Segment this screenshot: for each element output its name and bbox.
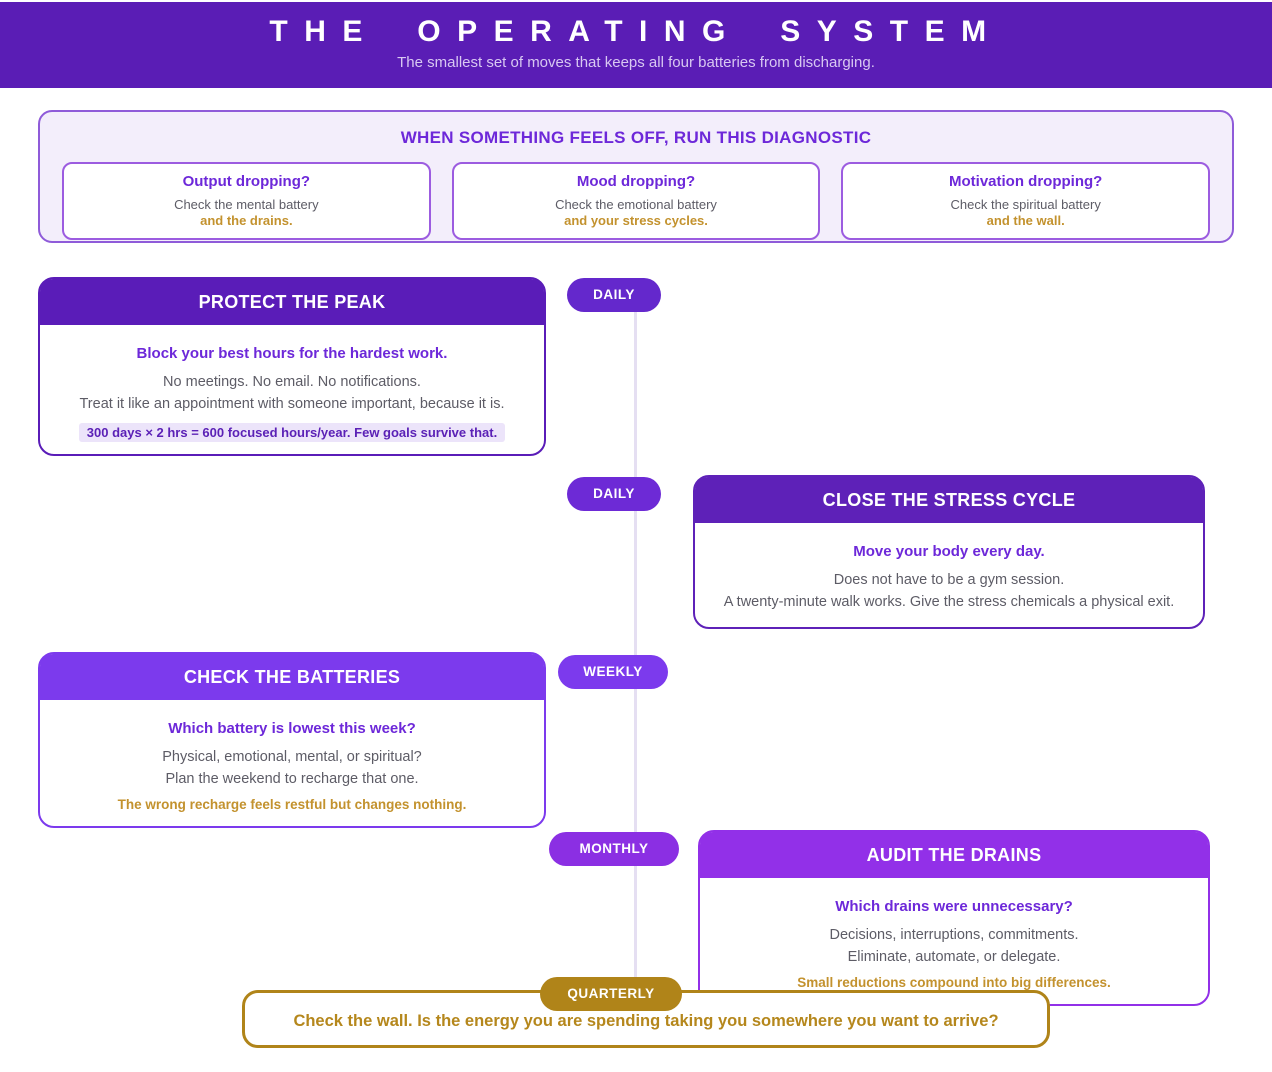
- diagnostic-check-line: Check the mental battery: [174, 197, 319, 212]
- card-lead: Which battery is lowest this week?: [168, 720, 416, 737]
- diagnostic-check-line: Check the emotional battery: [555, 197, 717, 212]
- check-the-batteries-card: CHECK THE BATTERIES Which battery is low…: [38, 652, 546, 828]
- highlighted-stat: 300 days × 2 hrs = 600 focused hours/yea…: [78, 423, 506, 442]
- close-the-stress-cycle-card: CLOSE THE STRESS CYCLE Move your body ev…: [693, 475, 1205, 629]
- diagnostic-question: Motivation dropping?: [949, 173, 1103, 190]
- card-body: Which battery is lowest this week? Physi…: [40, 700, 544, 826]
- timeline-badge-daily-1: DAILY: [567, 278, 661, 312]
- card-title: CLOSE THE STRESS CYCLE: [695, 477, 1203, 523]
- diagnostic-emphasis-line: and the wall.: [986, 213, 1065, 228]
- timeline-badge-monthly: MONTHLY: [549, 832, 679, 866]
- card-title: PROTECT THE PEAK: [40, 279, 544, 325]
- diagnostic-cards-row: Output dropping? Check the mental batter…: [40, 162, 1232, 240]
- diagnostic-emphasis-line: and your stress cycles.: [564, 213, 708, 228]
- card-line: Does not have to be a gym session.: [833, 572, 1065, 588]
- audit-the-drains-card: AUDIT THE DRAINS Which drains were unnec…: [698, 830, 1210, 1006]
- card-line: Decisions, interruptions, commitments.: [829, 927, 1079, 943]
- diagnostic-check-line: Check the spiritual battery: [950, 197, 1101, 212]
- card-body: Move your body every day. Does not have …: [695, 523, 1203, 627]
- card-title: CHECK THE BATTERIES: [40, 654, 544, 700]
- diagnostic-emphasis-line: and the drains.: [200, 213, 293, 228]
- card-lead: Move your body every day.: [853, 543, 1045, 560]
- card-line: No meetings. No email. No notifications.: [163, 374, 421, 390]
- card-title: AUDIT THE DRAINS: [700, 832, 1208, 878]
- card-footnote: Small reductions compound into big diffe…: [797, 975, 1111, 990]
- page-title: THE OPERATING SYSTEM: [269, 15, 1003, 48]
- card-footnote: 300 days × 2 hrs = 600 focused hours/yea…: [58, 423, 526, 442]
- timeline-line: [634, 300, 637, 992]
- page-subtitle: The smallest set of moves that keeps all…: [397, 54, 875, 71]
- quarterly-wall-check-text: Check the wall. Is the energy you are sp…: [293, 1011, 999, 1030]
- timeline-badge-daily-2: DAILY: [567, 477, 661, 511]
- card-body: Which drains were unnecessary? Decisions…: [700, 878, 1208, 1004]
- diagnostic-card-mood: Mood dropping? Check the emotional batte…: [451, 162, 821, 240]
- protect-the-peak-card: PROTECT THE PEAK Block your best hours f…: [38, 277, 546, 456]
- card-line: Plan the weekend to recharge that one.: [165, 771, 419, 787]
- card-footnote: The wrong recharge feels restful but cha…: [117, 797, 467, 812]
- diagnostic-title: WHEN SOMETHING FEELS OFF, RUN THIS DIAGN…: [400, 128, 872, 147]
- timeline-badge-weekly: WEEKLY: [558, 655, 668, 689]
- timeline-badge-quarterly: QUARTERLY: [540, 977, 682, 1011]
- card-line: Treat it like an appointment with someon…: [79, 396, 505, 412]
- diagnostic-card-motivation: Motivation dropping? Check the spiritual…: [841, 162, 1211, 240]
- diagnostic-panel: WHEN SOMETHING FEELS OFF, RUN THIS DIAGN…: [38, 110, 1234, 243]
- diagnostic-question: Mood dropping?: [576, 173, 696, 190]
- diagnostic-question: Output dropping?: [182, 173, 311, 190]
- card-line: Physical, emotional, mental, or spiritua…: [162, 749, 422, 765]
- card-line: Eliminate, automate, or delegate.: [847, 949, 1061, 965]
- top-banner: THE OPERATING SYSTEM The smallest set of…: [0, 2, 1272, 88]
- card-lead: Which drains were unnecessary?: [835, 898, 1073, 915]
- card-line: A twenty-minute walk works. Give the str…: [723, 594, 1175, 610]
- card-lead: Block your best hours for the hardest wo…: [136, 345, 448, 362]
- card-body: Block your best hours for the hardest wo…: [40, 325, 544, 454]
- diagnostic-card-output: Output dropping? Check the mental batter…: [62, 162, 431, 240]
